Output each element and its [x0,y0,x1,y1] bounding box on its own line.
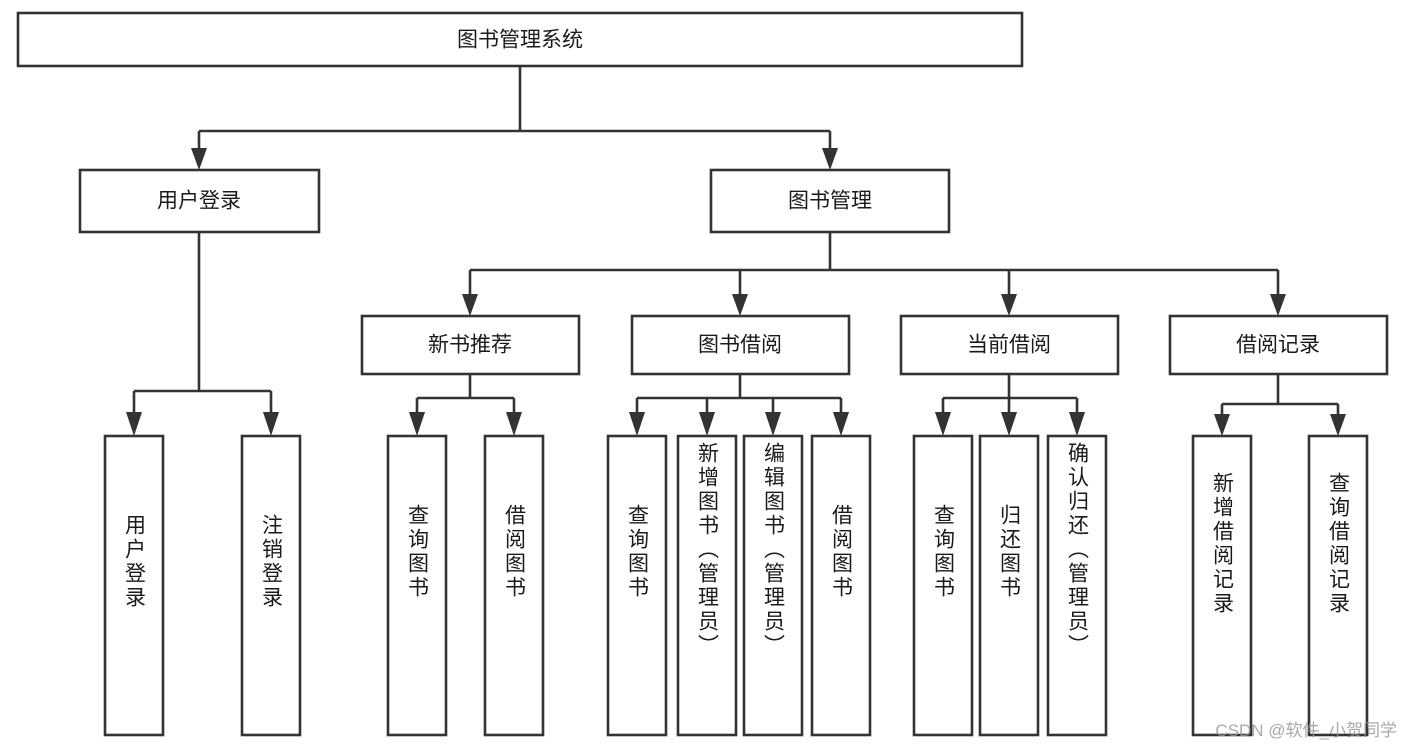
arrow-head-icon [765,412,781,436]
node-current-borrow[interactable]: 当前借阅 [899,314,1120,376]
arrow-head-icon [732,294,748,316]
connector-borrowrecord-to-leaves [1214,374,1346,436]
leaf-box-confirm-return[interactable] [1046,434,1108,737]
arrow-head-icon [822,148,838,170]
watermark-text: CSDN @软件_小贺同学 [1215,721,1397,740]
arrow-head-icon [462,294,478,316]
node-label-new-book-recommend: 新书推荐 [428,334,512,357]
node-label-borrow-record: 借阅记录 [1236,334,1320,357]
node-label-root: 图书管理系统 [457,29,583,52]
arrow-head-icon [409,412,425,436]
arrow-head-icon [126,412,142,436]
node-new-book-recommend[interactable]: 新书推荐 [360,314,581,376]
arrow-head-icon [263,412,279,436]
connector-newbook-to-leaves [409,374,522,436]
arrow-head-icon [833,412,849,436]
node-book-borrow[interactable]: 图书借阅 [630,314,851,376]
leaf-boxes [103,434,1369,737]
node-box[interactable] [78,168,321,234]
node-box[interactable] [16,11,1024,68]
connector-bookborrow-to-leaves [629,374,849,436]
node-label-book-manage: 图书管理 [788,190,872,213]
leaf-box-edit-book[interactable] [742,434,804,737]
node-box[interactable] [630,314,851,376]
arrow-head-icon [1069,412,1085,436]
node-user-login[interactable]: 用户登录 [78,168,321,234]
leaf-box-add-book[interactable] [676,434,738,737]
connector-currentborrow-to-leaves [935,374,1085,436]
connector-userlogin-to-leaves [126,232,279,436]
arrow-head-icon [935,412,951,436]
arrow-head-icon [699,412,715,436]
node-borrow-record[interactable]: 借阅记录 [1168,314,1389,376]
leaf-box-query-record[interactable] [1307,434,1369,737]
node-box[interactable] [360,314,581,376]
arrow-head-icon [1001,294,1017,316]
arrow-head-icon [191,148,207,170]
connector-root-to-level2 [191,66,838,170]
leaf-box-query-book-3[interactable] [912,434,974,737]
leaf-box-query-book-2[interactable] [606,434,668,737]
leaf-box-user-login[interactable] [103,434,165,737]
leaf-box-return-book[interactable] [978,434,1040,737]
node-box[interactable] [1168,314,1389,376]
arrow-head-icon [1270,294,1286,316]
connector-bookmanage-to-level3 [462,232,1286,316]
arrow-head-icon [629,412,645,436]
node-box[interactable] [709,168,951,234]
leaf-box-borrow-book-2[interactable] [810,434,872,737]
leaf-box-borrow-book-1[interactable] [483,434,545,737]
node-box[interactable] [899,314,1120,376]
arrow-head-icon [1330,414,1346,436]
arrow-head-icon [1214,414,1230,436]
leaf-box-logout-login[interactable] [240,434,302,737]
arrow-head-icon [506,412,522,436]
node-label-current-borrow: 当前借阅 [967,334,1051,357]
node-book-manage[interactable]: 图书管理 [709,168,951,234]
node-label-user-login: 用户登录 [157,190,241,213]
node-root[interactable]: 图书管理系统 [16,11,1024,68]
arrow-head-icon [1001,412,1017,436]
leaf-box-query-book-1[interactable] [386,434,448,737]
leaf-box-add-record[interactable] [1191,434,1253,737]
node-label-book-borrow: 图书借阅 [698,334,782,357]
